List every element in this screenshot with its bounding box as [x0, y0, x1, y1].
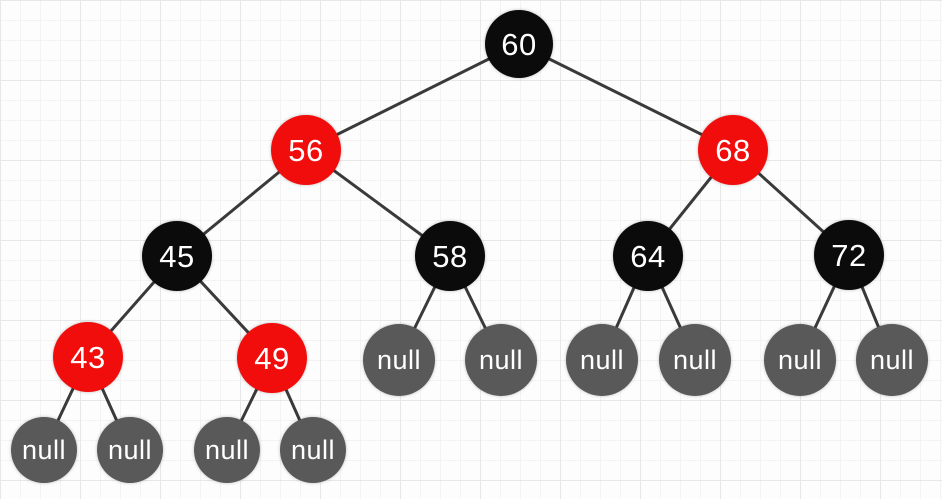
tree-node-null: null — [764, 324, 836, 396]
tree-node-null: null — [856, 324, 928, 396]
node-label: null — [21, 434, 67, 465]
node-label: null — [478, 344, 524, 375]
tree-node-68: 68 — [698, 115, 768, 185]
node-label: null — [777, 344, 823, 375]
node-label: 60 — [501, 26, 537, 62]
node-label: null — [290, 434, 336, 465]
tree-node-null: null — [194, 417, 260, 483]
tree-node-null: null — [566, 324, 638, 396]
node-label: 49 — [254, 340, 290, 376]
node-label: 68 — [715, 132, 751, 168]
tree-node-null: null — [363, 324, 435, 396]
tree-node-null: null — [11, 417, 77, 483]
node-label: 58 — [432, 238, 468, 274]
node-label: 56 — [288, 132, 324, 168]
tree-edge-n60-n56 — [304, 42, 521, 152]
tree-node-null: null — [97, 417, 163, 483]
node-label: null — [204, 434, 250, 465]
tree-node-64: 64 — [613, 221, 683, 291]
node-label: null — [672, 344, 718, 375]
tree-node-null: null — [465, 324, 537, 396]
tree-node-null: null — [280, 417, 346, 483]
tree-node-56: 56 — [271, 115, 341, 185]
node-label: 43 — [70, 339, 106, 375]
tree-node-60: 60 — [485, 10, 553, 78]
node-label: 45 — [159, 238, 195, 274]
node-label: 72 — [831, 237, 867, 273]
node-label: null — [107, 434, 153, 465]
tree-node-72: 72 — [814, 220, 884, 290]
tree-node-58: 58 — [415, 221, 485, 291]
node-label: null — [376, 344, 422, 375]
tree-node-45: 45 — [142, 221, 212, 291]
node-label: 64 — [630, 238, 666, 274]
node-label: null — [579, 344, 625, 375]
node-label: null — [869, 344, 915, 375]
tree-edge-n60-n68 — [517, 42, 735, 152]
tree-node-43: 43 — [53, 322, 123, 392]
tree-node-null: null — [659, 324, 731, 396]
tree-node-49: 49 — [237, 323, 307, 393]
